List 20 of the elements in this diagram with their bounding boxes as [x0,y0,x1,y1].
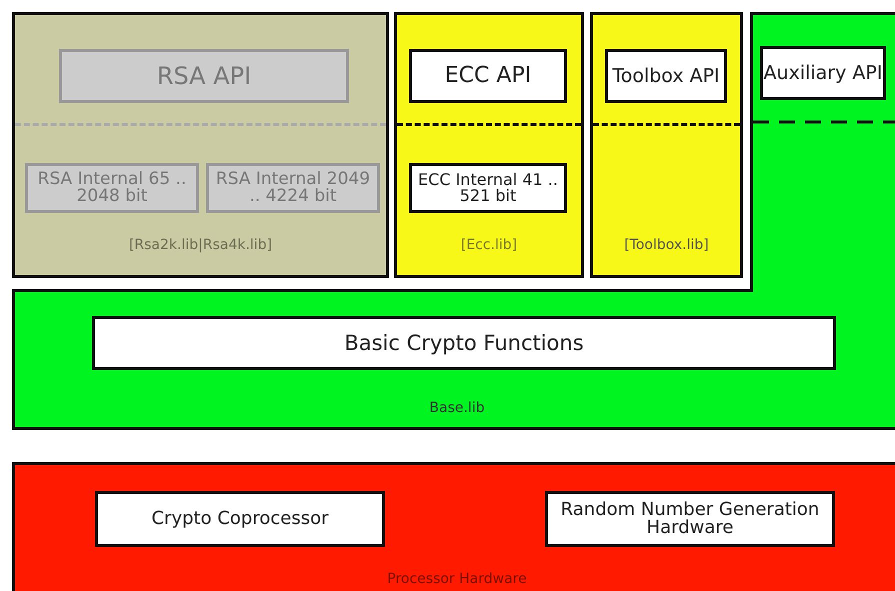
library-panel [12,462,895,591]
library-label: [Ecc.lib] [460,237,518,253]
library-panel [12,12,389,278]
module-box: Auxiliary API [760,46,886,100]
module-box: Crypto Coprocessor [95,491,385,547]
module-box: RSA API [59,49,349,103]
module-box: Basic Crypto Functions [92,316,836,370]
module-box: Random Number Generation Hardware [545,491,835,547]
library-panel [590,12,743,278]
module-box: ECC Internal 41 .. 521 bit [409,163,567,213]
library-label: Base.lib [428,400,486,416]
library-label: Processor Hardware [386,571,528,587]
library-panel [394,12,584,278]
library-label: [Toolbox.lib] [623,237,710,253]
module-box: ECC API [409,49,567,103]
module-box: RSA Internal 65 .. 2048 bit [25,163,199,213]
library-label: [Rsa2k.lib|Rsa4k.lib] [128,237,274,253]
module-box: RSA Internal 2049 .. 4224 bit [206,163,380,213]
library-panel [12,12,895,430]
module-box: Toolbox API [605,49,727,103]
